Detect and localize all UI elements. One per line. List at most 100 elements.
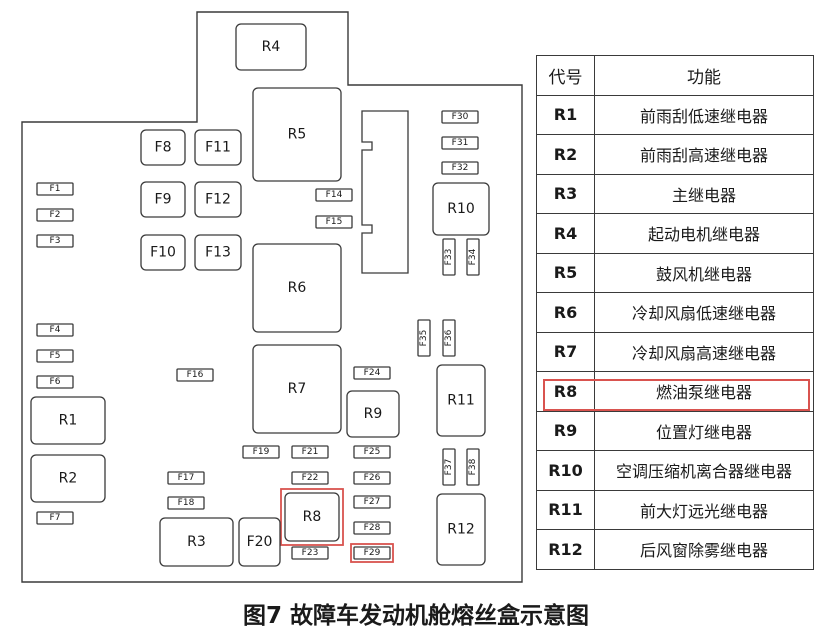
legend-code: R2 [536,134,595,175]
fuse-f27: F27 [353,495,391,509]
component-body [432,182,490,236]
component-body [291,546,329,560]
component-label: F20 [247,534,273,550]
legend-code: R6 [536,292,595,333]
component-body [346,390,400,438]
relay-r10: R10 [432,182,490,236]
relay-r2: R2 [30,454,106,503]
component-body [353,521,391,535]
component-body [140,181,186,218]
component-label: F22 [302,473,319,483]
component-label: F2 [50,210,61,220]
component-label: F37 [444,459,454,476]
component-label: F16 [187,370,204,380]
component-body [36,234,74,248]
highlight-outline [350,543,394,563]
fuse-f28: F28 [353,521,391,535]
component-body [30,454,106,503]
component-label: F33 [444,249,454,266]
component-label: F35 [419,330,429,347]
component-label: F32 [452,163,469,173]
component-label: F25 [364,447,381,457]
component-label: R12 [447,522,475,538]
component-label: F4 [50,325,61,335]
component-body [36,323,74,337]
component-label: F8 [155,140,172,156]
component-body [315,188,353,202]
fuse-f35: F35 [417,319,431,357]
highlight-outline [280,488,344,546]
legend-function: 前雨刮低速继电器 [594,94,814,135]
fuse-f17: F17 [167,471,205,485]
component-body [353,366,391,380]
fuse-f26: F26 [353,471,391,485]
connector-slot [361,110,409,274]
legend-function: 主继电器 [594,173,814,214]
component-body [194,234,242,271]
relay-r1: R1 [30,396,106,445]
component-label: F11 [205,140,231,156]
legend-function: 冷却风扇高速继电器 [594,331,814,372]
component-label: F23 [302,548,319,558]
legend-function: 前雨刮高速继电器 [594,134,814,175]
relay-r5: R5 [252,87,342,182]
legend-function: 燃油泵继电器 [594,371,814,412]
component-label: R2 [59,471,78,487]
relay-r7: R7 [252,344,342,434]
relay-r8: R8 [280,488,344,546]
fuse-f22: F22 [291,471,329,485]
component-label: F5 [50,351,61,361]
fuse-f38: F38 [466,448,480,486]
legend-function: 起动电机继电器 [594,213,814,254]
component-label: R9 [364,406,383,422]
fuse-f33: F33 [442,238,456,276]
component-body [36,511,74,525]
component-body [252,87,342,182]
component-body [140,234,186,271]
component-body [194,181,242,218]
fuse-f37: F37 [442,448,456,486]
component-body [353,546,391,560]
fuse-f24: F24 [353,366,391,380]
legend-function: 后风窗除雾继电器 [594,529,814,570]
component-label: F19 [253,447,270,457]
relay-r9: R9 [346,390,400,438]
fuse-f21: F21 [291,445,329,459]
fuse-f23: F23 [291,546,329,560]
component-body [417,319,431,357]
relay-r3: R3 [159,517,234,567]
component-body [353,445,391,459]
component-body [442,448,456,486]
fuse-f15: F15 [315,215,353,229]
component-body [466,448,480,486]
component-body [252,344,342,434]
component-label: F13 [205,245,231,261]
fuse-f25: F25 [353,445,391,459]
fuse-f16: F16 [176,368,214,382]
fuse-f20: F20 [238,517,281,567]
component-label: R10 [447,201,475,217]
legend-header-code: 代号 [536,55,595,96]
component-body [441,161,479,175]
fuse-f19: F19 [242,445,280,459]
fuse-f14: F14 [315,188,353,202]
legend-code: R9 [536,410,595,451]
component-body [176,368,214,382]
component-body [36,182,74,196]
fuse-f12: F12 [194,181,242,218]
component-body [36,375,74,389]
component-body [442,319,456,357]
fuse-f5: F5 [36,349,74,363]
component-label: R7 [288,381,307,397]
fuse-f13: F13 [194,234,242,271]
component-label: R5 [288,127,307,143]
component-label: F15 [326,217,343,227]
